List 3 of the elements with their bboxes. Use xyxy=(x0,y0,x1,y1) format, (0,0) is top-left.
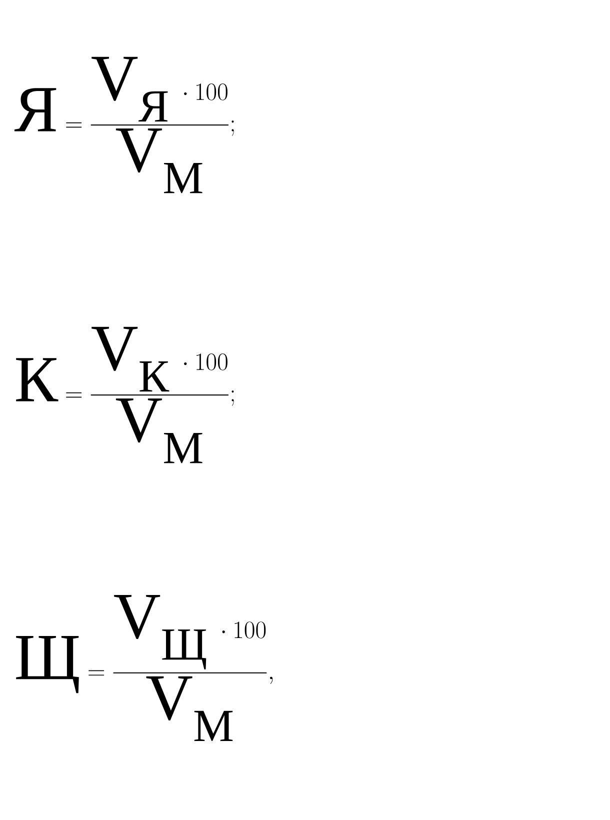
formula: $\mathrm{Я} = \frac{\mathrm{V}_{\mathrm{Я}}\;\cdot 100}{\mathrm{V}_{\mathrm{М}}};$ xyxy=(14,56,234,194)
formula: $\mathrm{Щ} = \frac{\mathrm{V}_{\mathrm{Щ}}\;\cdot 100}{\mathrm{V}_{\mathrm{М}}},$ xyxy=(16,594,273,742)
formula: $\mathrm{К} = \frac{\mathrm{V}_{\mathrm{К}}\;\cdot 100}{\mathrm{V}_{\mathrm{М}}};$ xyxy=(16,326,234,464)
